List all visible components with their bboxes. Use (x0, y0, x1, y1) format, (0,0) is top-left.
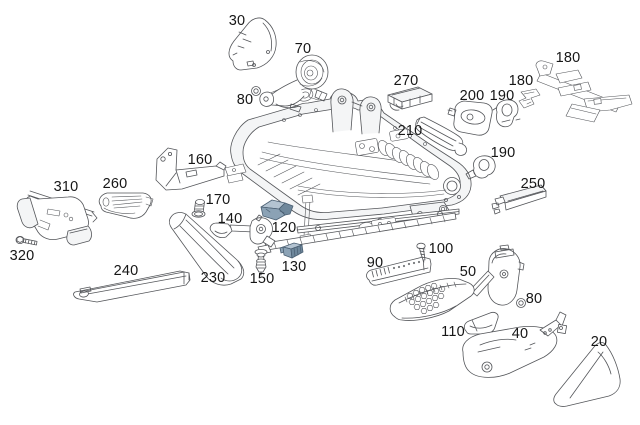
part-30-drawing (228, 17, 277, 71)
part-50-drawing (389, 244, 525, 321)
part-label-40[interactable]: 40 (511, 326, 529, 342)
part-label-170[interactable]: 170 (205, 192, 231, 208)
part-label-70[interactable]: 70 (294, 41, 312, 57)
part-label-150[interactable]: 150 (249, 271, 275, 287)
part-label-80-right[interactable]: 80 (525, 291, 543, 307)
part-140-drawing (209, 214, 276, 248)
part-100-drawing (416, 242, 426, 263)
part-label-140[interactable]: 140 (217, 211, 243, 227)
part-120-drawing (260, 199, 294, 221)
part-80-right-drawing (516, 298, 526, 308)
part-270-drawing (387, 86, 433, 111)
part-label-120[interactable]: 120 (271, 220, 297, 236)
part-320-drawing (15, 235, 38, 246)
part-20-drawing (553, 342, 621, 407)
part-130-drawing (279, 242, 304, 259)
part-label-50[interactable]: 50 (459, 264, 477, 280)
part-70-drawing (259, 54, 329, 113)
part-190-upper-drawing (492, 99, 521, 128)
part-90-drawing (366, 256, 432, 286)
part-310-drawing (16, 190, 98, 246)
part-230-drawing (168, 212, 245, 286)
part-label-180-mid[interactable]: 180 (508, 73, 534, 89)
part-190-lower-drawing (465, 155, 496, 180)
part-label-180-right[interactable]: 180 (555, 50, 581, 66)
part-260-drawing (98, 192, 154, 219)
part-180-mid-drawing (518, 88, 541, 109)
part-80-top-drawing (251, 86, 261, 96)
part-label-310[interactable]: 310 (53, 179, 79, 195)
part-label-190-lower[interactable]: 190 (490, 145, 516, 161)
part-label-240[interactable]: 240 (113, 263, 139, 279)
part-240-drawing (73, 270, 191, 303)
part-110-drawing (463, 311, 499, 335)
part-label-230[interactable]: 230 (200, 270, 226, 286)
part-label-270[interactable]: 270 (393, 73, 419, 89)
part-210-drawing (415, 116, 467, 156)
part-label-90[interactable]: 90 (366, 255, 384, 271)
part-label-110[interactable]: 110 (441, 324, 465, 340)
part-250-drawing (491, 184, 547, 215)
part-label-20[interactable]: 20 (590, 334, 608, 350)
part-180-right-drawing (535, 60, 633, 123)
part-label-100[interactable]: 100 (428, 241, 454, 257)
part-label-260[interactable]: 260 (102, 176, 128, 192)
part-label-80-top[interactable]: 80 (236, 92, 254, 108)
part-label-250[interactable]: 250 (520, 176, 546, 192)
part-200-drawing (447, 100, 493, 136)
part-label-190-upper[interactable]: 190 (489, 88, 515, 104)
part-label-130[interactable]: 130 (281, 259, 307, 275)
part-170-drawing (191, 198, 206, 218)
part-150-drawing (254, 248, 268, 276)
part-label-200[interactable]: 200 (459, 88, 485, 104)
part-label-160[interactable]: 160 (187, 152, 213, 168)
seat-frame-drawing (224, 87, 472, 255)
part-160-drawing (155, 147, 227, 191)
part-40-drawing (462, 311, 568, 378)
part-label-30[interactable]: 30 (228, 13, 246, 29)
part-label-210[interactable]: 210 (397, 123, 423, 139)
part-label-320[interactable]: 320 (9, 248, 35, 264)
